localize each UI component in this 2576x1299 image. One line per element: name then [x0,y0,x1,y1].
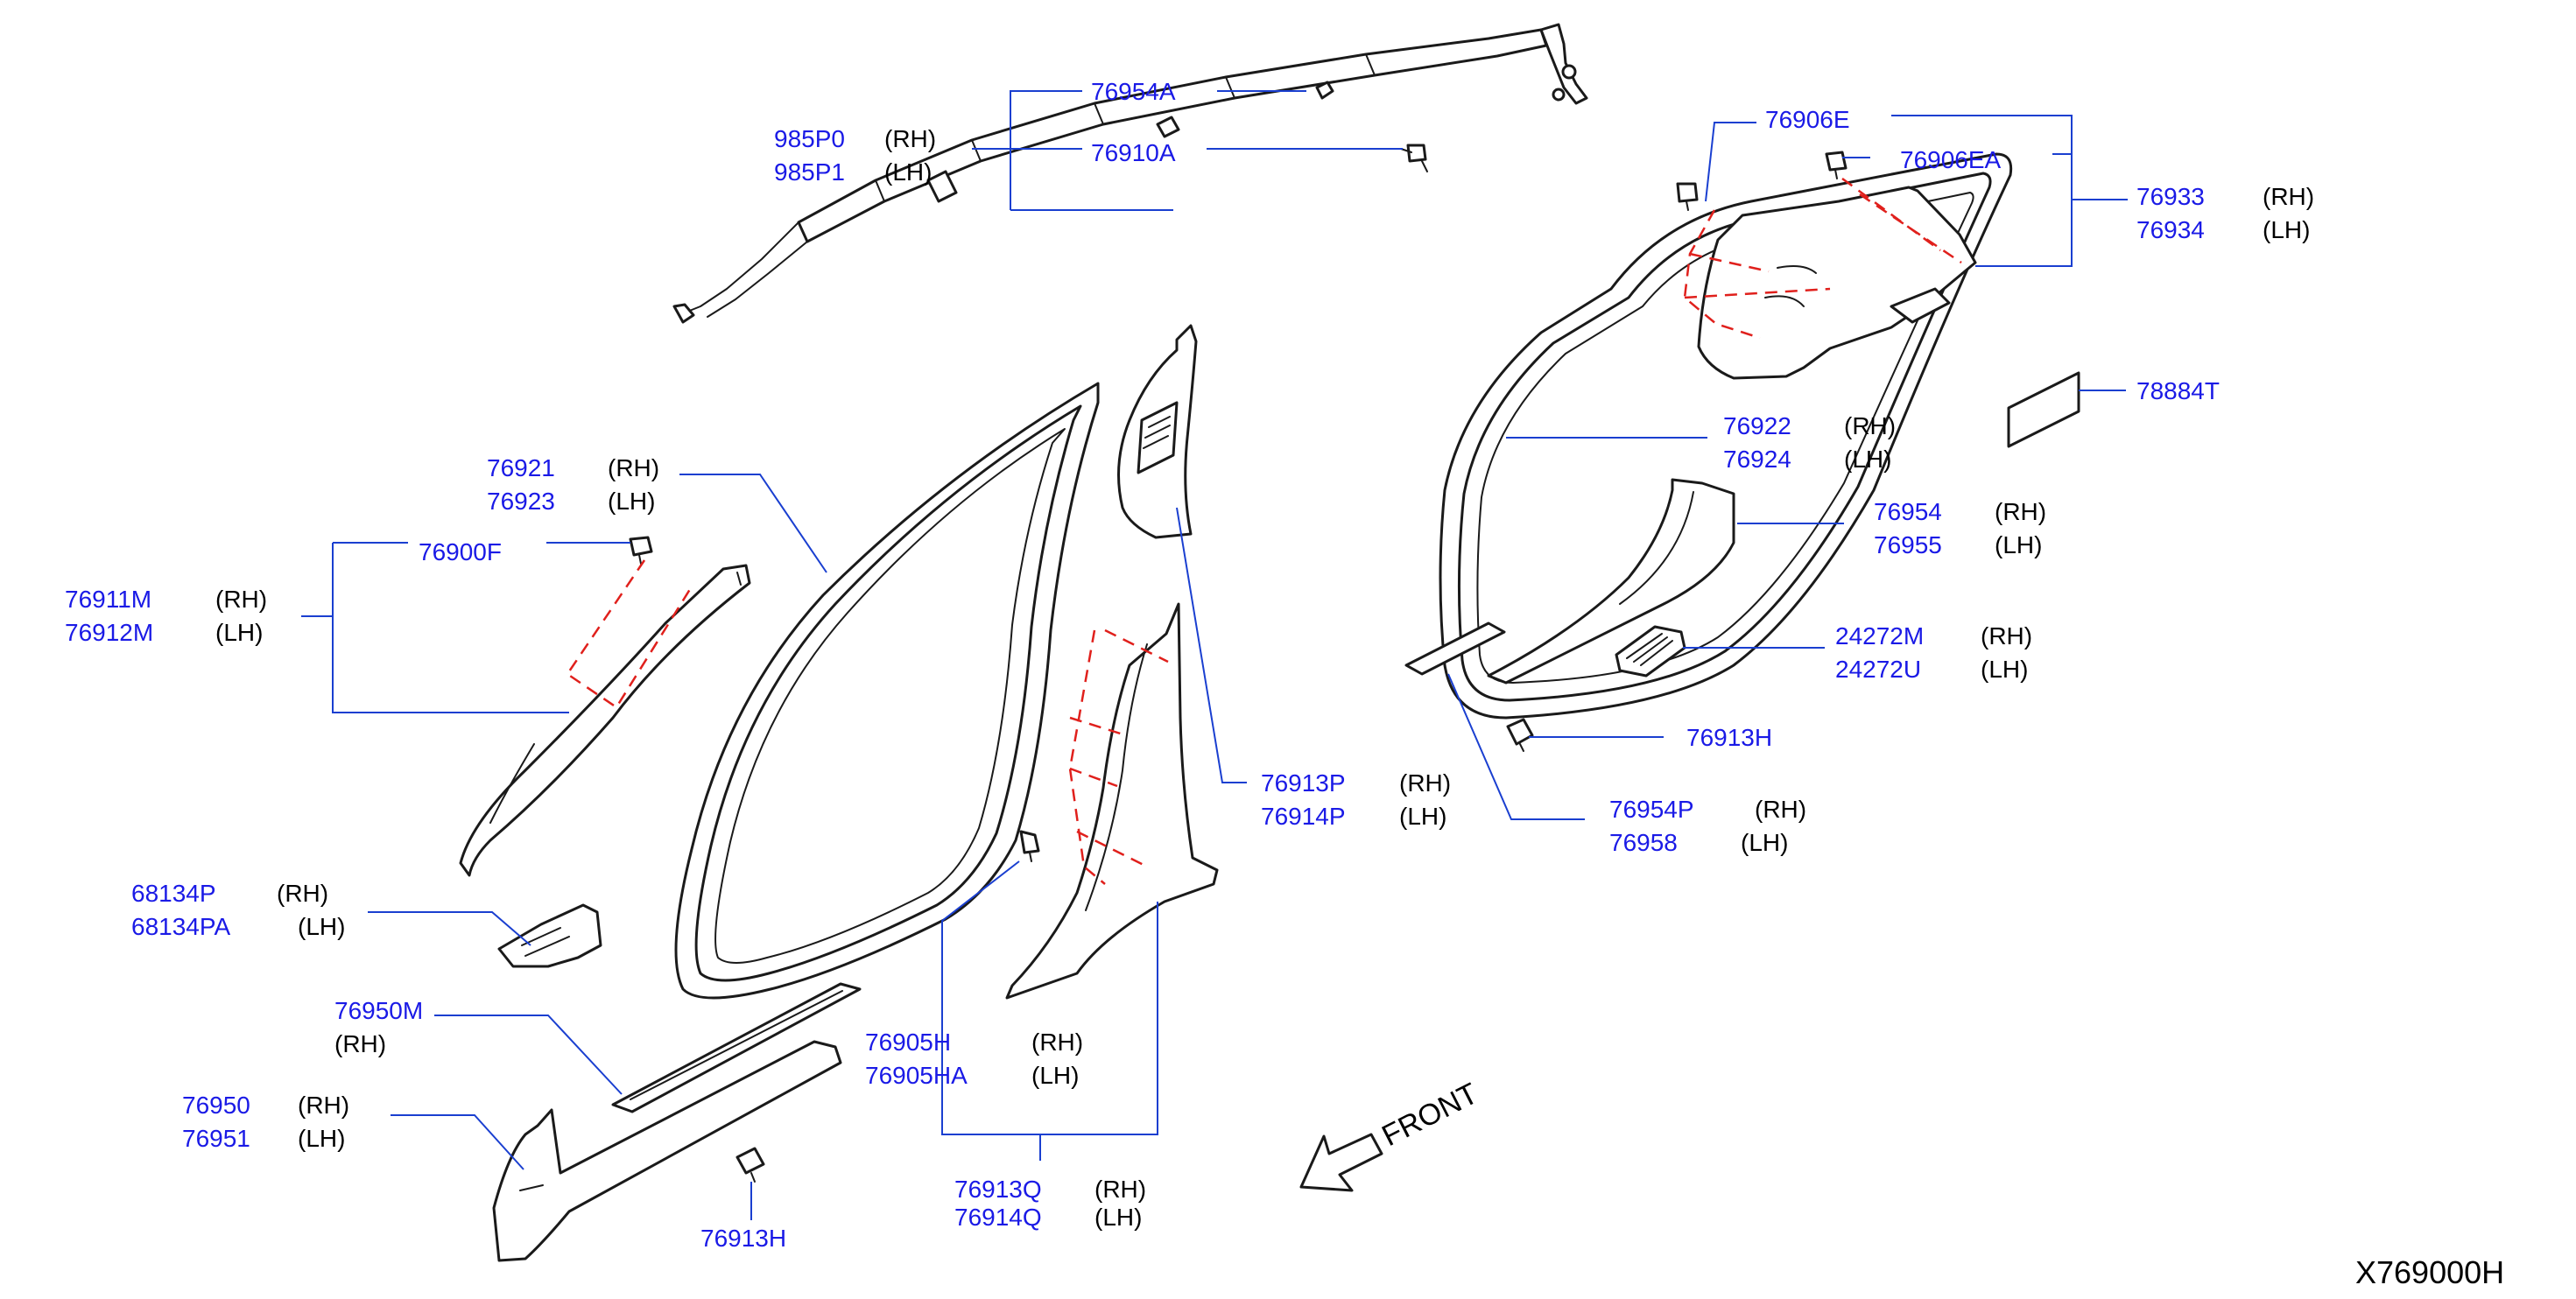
label-68134PA: 68134PA [131,913,230,940]
label-24272U: 24272U [1835,656,1921,683]
side-76955: (LH) [1995,531,2042,558]
side-76912M: (LH) [215,619,263,646]
label-76934: 76934 [2136,216,2205,243]
side-24272U: (LH) [1981,656,2028,683]
side-76951: (LH) [298,1125,345,1152]
clip-76913H-lower [735,1147,765,1183]
label-76906EA: 76906EA [1900,146,2002,173]
side-76954: (RH) [1995,498,2046,525]
front-label: FRONT [1376,1077,1483,1153]
label-76906E: 76906E [1765,106,1850,133]
rear-kicking-plate-strip [1404,621,1506,676]
label-24272M: 24272M [1835,622,1924,650]
side-76913Q: (RH) [1094,1176,1146,1203]
side-76921: (RH) [608,454,659,481]
label-76954: 76954 [1874,498,1942,525]
side-76934: (LH) [2263,216,2310,243]
label-76954A: 76954A [1091,78,1176,105]
label-78884T [2007,371,2080,448]
label-76913H-lower: 76913H [700,1225,786,1252]
side-76914P: (LH) [1399,803,1446,830]
front-door-weatherstrip [674,382,1100,1000]
rear-kicking-plate [1487,478,1735,685]
side-76923: (LH) [608,488,655,515]
label-76913P: 76913P [1261,769,1346,797]
label-76913H-upper: 76913H [1686,724,1772,751]
front-kicking-plate [492,1040,842,1262]
label-68134P: 68134P [131,880,216,907]
label-985P1: 985P1 [774,158,845,186]
clip-76954A [1315,81,1334,100]
label-76910A: 76910A [1091,139,1176,166]
side-985P0: (RH) [884,125,936,152]
label-76921: 76921 [487,454,555,481]
rear-pillar-garnish [1697,186,1977,380]
label-985P0: 985P0 [774,125,845,152]
side-68134P: (RH) [277,880,328,907]
diagram-reference: X769000H [2355,1254,2504,1290]
label-78884T: 78884T [2136,377,2220,404]
side-24272M: (RH) [1981,622,2032,650]
leader-lines [301,90,2128,1220]
label-76905H: 76905H [865,1029,951,1056]
side-76913P: (RH) [1399,769,1451,797]
label-76911M: 76911M [65,586,151,613]
label-76958: 76958 [1609,829,1678,856]
label-76950: 76950 [182,1092,250,1119]
bolt-76910A [1400,144,1428,172]
clip-76900F [629,536,653,565]
clip-76906EA [1825,151,1848,179]
side-76905HA: (LH) [1031,1062,1079,1089]
side-76954P: (RH) [1755,796,1806,823]
center-pillar-upper-garnish [1117,324,1198,539]
center-pillar-lower-garnish [1005,602,1219,1000]
side-76933: (RH) [2263,183,2314,210]
label-76951: 76951 [182,1125,250,1152]
clip-76905H [1019,830,1040,862]
label-76954P: 76954P [1609,796,1694,823]
side-76924: (LH) [1844,446,1891,473]
clip-76906E [1676,182,1699,211]
grab-handle [497,903,602,968]
curtain-airbag [672,23,1588,324]
part-labels: 985P0 (RH) 985P1 (LH) 76954A 76910A 7690… [65,78,2504,1290]
label-76914P: 76914P [1261,803,1346,830]
label-76922: 76922 [1723,412,1791,439]
side-76950: (RH) [298,1092,349,1119]
side-76950M: (RH) [334,1030,386,1057]
label-76955: 76955 [1874,531,1942,558]
side-76905H: (RH) [1031,1029,1083,1056]
side-76914Q: (LH) [1094,1204,1142,1231]
label-76933: 76933 [2136,183,2205,210]
side-985P1: (LH) [884,158,932,186]
label-76905HA: 76905HA [865,1062,968,1089]
label-76912M: 76912M [65,619,153,646]
side-76911M: (RH) [215,586,267,613]
fastener-guide-lines [566,177,1962,885]
label-76913Q: 76913Q [954,1176,1042,1203]
side-76922: (RH) [1844,412,1896,439]
side-68134PA: (LH) [298,913,345,940]
front-pillar-garnish [459,564,751,877]
label-76914Q: 76914Q [954,1204,1042,1231]
side-76958: (LH) [1741,829,1788,856]
label-76923: 76923 [487,488,555,515]
front-kicking-plate-strip [611,982,862,1113]
label-76950M: 76950M [334,997,423,1024]
clip-76913H-upper [1506,718,1534,752]
label-76900F: 76900F [419,538,502,565]
front-direction-arrow [1299,1133,1383,1192]
label-76924: 76924 [1723,446,1791,473]
